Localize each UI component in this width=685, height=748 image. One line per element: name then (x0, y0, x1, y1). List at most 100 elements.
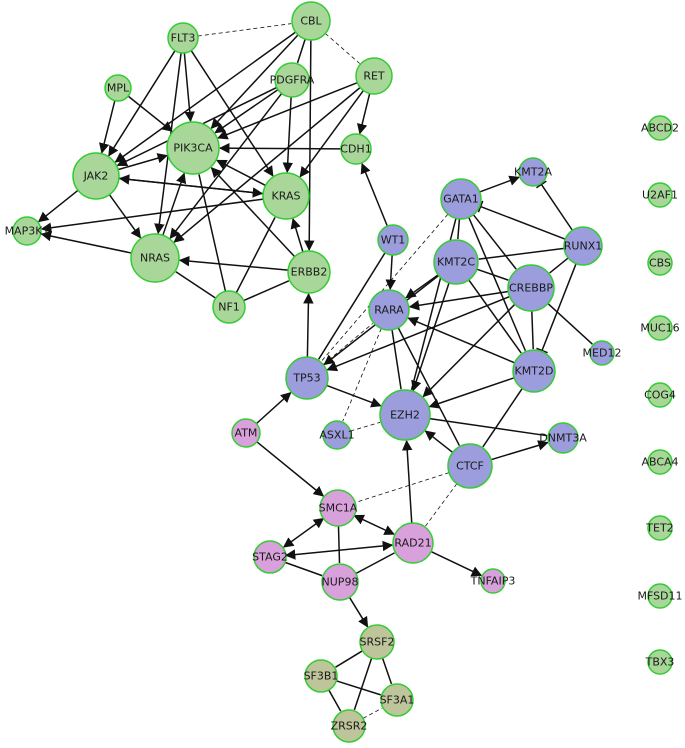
edge-nf1-pik3ca (198, 174, 227, 292)
node-gata1[interactable]: GATA1 (440, 178, 482, 220)
node-nup98[interactable]: NUP98 (321, 563, 359, 601)
node-dnmt3a[interactable]: DNMT3A (539, 422, 587, 454)
node-runx1[interactable]: RUNX1 (563, 226, 603, 266)
edge-gata1-kmt2c (457, 218, 461, 240)
edge-rad21-ezh2 (401, 439, 413, 524)
node-zrsr2[interactable]: ZRSR2 (331, 709, 368, 743)
node-ezh2[interactable]: EZH2 (379, 389, 431, 441)
node-sf3a1[interactable]: SF3A1 (380, 683, 415, 717)
node-rara[interactable]: RARA (368, 289, 410, 331)
edge-kmt2c-kmt2d (468, 279, 522, 354)
node-u2af1[interactable]: U2AF1 (642, 182, 678, 208)
edge-crebbp-kmt2d (531, 310, 534, 350)
node-map3k1[interactable]: MAP3K1 (5, 216, 50, 246)
node-med12[interactable]: MED12 (583, 340, 622, 366)
edge-kmt2c-ezh2 (411, 282, 450, 392)
node-label-pdgfra: PDGFRA (270, 74, 315, 87)
node-tp53[interactable]: TP53 (285, 356, 329, 400)
node-nras[interactable]: NRAS (130, 233, 180, 283)
node-tet2[interactable]: TET2 (645, 515, 674, 541)
edge-kmt2d-ctcf (482, 387, 523, 448)
node-smc1a[interactable]: SMC1A (319, 489, 358, 527)
node-label-cbl: CBL (300, 15, 322, 28)
node-ctcf[interactable]: CTCF (447, 443, 493, 489)
edge-smc1a-rad21 (353, 514, 395, 535)
node-jak2[interactable]: JAK2 (72, 152, 120, 200)
node-circle-gata1 (440, 178, 482, 220)
node-circle-wt1 (377, 224, 409, 256)
edge-cbl-erbb2 (304, 39, 315, 252)
edge-nf1-erbb2 (243, 280, 290, 302)
node-circle-tet2 (647, 515, 673, 541)
node-circle-pik3ca (166, 121, 220, 175)
edge-crebbp-med12 (547, 302, 593, 345)
node-label-wt1: WT1 (381, 234, 406, 247)
node-circle-sf3a1 (380, 683, 414, 717)
node-circle-jak2 (72, 152, 120, 200)
edge-runx1-kmt2a (540, 184, 573, 231)
node-tnfaip3[interactable]: TNFAIP3 (470, 568, 516, 594)
edge-flt3-jak2 (108, 50, 176, 157)
node-circle-crebbp (507, 264, 555, 312)
edge-srsf2-sf3a1 (381, 657, 393, 685)
node-nf1[interactable]: NF1 (212, 290, 246, 324)
node-cdh1[interactable]: CDH1 (340, 133, 372, 165)
node-circle-sf3b1 (304, 659, 338, 693)
node-circle-abca4 (647, 449, 673, 475)
node-circle-kmt2a (518, 157, 548, 187)
node-erbb2[interactable]: ERBB2 (287, 250, 331, 294)
edge-sf3b1-zrsr2 (328, 689, 342, 712)
node-label-asxl1: ASXL1 (319, 429, 354, 442)
edge-sf3b1-sf3a1 (336, 680, 382, 696)
node-crebbp[interactable]: CREBBP (507, 264, 555, 312)
node-cbl[interactable]: CBL (291, 1, 331, 41)
node-label-u2af1: U2AF1 (642, 189, 678, 202)
node-sf3b1[interactable]: SF3B1 (304, 659, 339, 693)
node-circle-rara (368, 289, 410, 331)
node-asxl1[interactable]: ASXL1 (319, 420, 355, 450)
edge-gata1-crebbp (472, 214, 517, 270)
node-circle-mpl (104, 74, 132, 102)
edge-mpl-jak2 (99, 100, 116, 154)
node-kmt2c[interactable]: KMT2C (433, 239, 479, 285)
node-srsf2[interactable]: SRSF2 (359, 624, 395, 660)
edge-erbb2-pik3ca (210, 166, 296, 258)
node-kmt2d[interactable]: KMT2D (512, 349, 556, 393)
edge-stag2-rad21 (284, 540, 394, 560)
node-abca4[interactable]: ABCA4 (641, 449, 679, 475)
edge-ctcf-ezh2 (424, 430, 454, 454)
node-mpl[interactable]: MPL (104, 74, 132, 102)
node-muc16[interactable]: MUC16 (640, 315, 680, 341)
edge-runx1-crebbp (549, 257, 569, 274)
node-wt1[interactable]: WT1 (377, 224, 409, 256)
node-tbx3[interactable]: TBX3 (645, 649, 675, 675)
edge-atm-smc1a (256, 441, 325, 497)
node-pdgfra[interactable]: PDGFRA (270, 62, 315, 98)
node-cbs[interactable]: CBS (647, 250, 673, 276)
node-label-rara: RARA (374, 304, 404, 317)
node-rad21[interactable]: RAD21 (392, 522, 434, 564)
node-atm[interactable]: ATM (231, 418, 261, 448)
node-abcd2[interactable]: ABCD2 (641, 115, 679, 141)
node-flt3[interactable]: FLT3 (167, 22, 199, 54)
node-circle-cog4 (647, 382, 673, 408)
node-label-runx1: RUNX1 (564, 240, 602, 253)
node-label-erbb2: ERBB2 (291, 266, 328, 279)
node-stag2[interactable]: STAG2 (252, 540, 288, 574)
node-label-kmt2c: KMT2C (437, 256, 475, 269)
node-ret[interactable]: RET (355, 57, 393, 95)
node-mfsd11[interactable]: MFSD11 (637, 583, 683, 609)
node-kras[interactable]: KRAS (262, 172, 310, 220)
node-label-ctcf: CTCF (456, 460, 484, 473)
node-label-med12: MED12 (583, 347, 622, 360)
edge-atm-tp53 (255, 392, 292, 425)
node-kmt2a[interactable]: KMT2A (514, 157, 552, 187)
node-circle-asxl1 (322, 420, 352, 450)
node-circle-abcd2 (647, 115, 673, 141)
edge-ret-cdh1 (356, 93, 371, 135)
node-label-kmt2d: KMT2D (515, 365, 554, 378)
edge-runx1-gata1 (480, 205, 566, 240)
node-cog4[interactable]: COG4 (644, 382, 676, 408)
node-pik3ca[interactable]: PIK3CA (166, 121, 220, 175)
